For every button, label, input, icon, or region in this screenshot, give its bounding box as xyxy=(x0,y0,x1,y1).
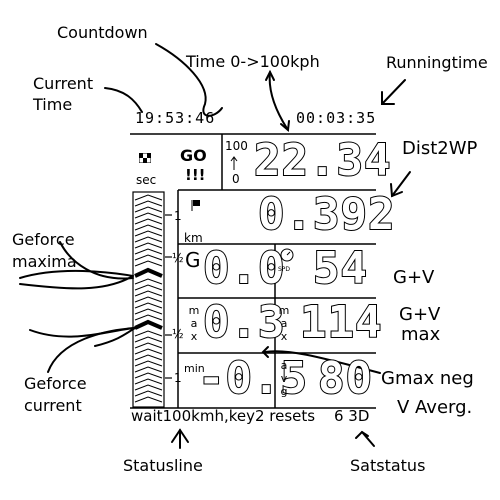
arrow-up-icon xyxy=(229,155,239,170)
scale-1-lower: 1 xyxy=(174,371,182,385)
speedometer-icon xyxy=(279,247,295,263)
gv-max-annotation-2: max xyxy=(401,324,441,345)
satstatus-annotation: Satstatus xyxy=(350,456,426,475)
dist-value: 0.392 xyxy=(257,189,396,240)
gforce-max-marker xyxy=(134,267,163,278)
g-label: G xyxy=(185,248,201,272)
go-text: GO xyxy=(180,146,207,165)
time-0-100-annotation: Time 0->100kph xyxy=(186,52,320,71)
g-value: 0.0 xyxy=(202,243,286,294)
gv-max-annotation-1: G+V xyxy=(399,304,441,325)
gv-annotation: G+V xyxy=(393,267,435,288)
gforce-current-marker xyxy=(134,319,163,330)
geforce-maxima-annotation-1: Geforce xyxy=(12,230,75,249)
gforce-bar-frame xyxy=(132,191,165,408)
speed-range-top: 100 xyxy=(225,139,248,153)
dist-unit: km xyxy=(184,231,203,245)
min-label: min xyxy=(184,362,205,375)
dist2wp-annotation: Dist2WP xyxy=(402,138,478,159)
scale-half-upper: ½ xyxy=(172,251,184,265)
running-time-value: 00:03:35 xyxy=(296,109,377,127)
max-label-left: m a x xyxy=(188,304,200,343)
v-max-value: 114 xyxy=(299,297,383,348)
spd-label: SPD xyxy=(278,266,291,273)
go-bang: !!! xyxy=(185,166,206,184)
scale-1-upper: 1 xyxy=(174,209,182,223)
current-time-annotation-1: Current xyxy=(33,74,94,93)
speed-range-bottom: 0 xyxy=(232,172,240,186)
current-time-value: 19:53:46 xyxy=(135,109,216,127)
geforce-maxima-annotation-2: maxima xyxy=(12,252,77,271)
v-avg-value: 80 xyxy=(317,353,373,404)
sec-label: sec xyxy=(136,173,157,187)
max-label-right: m a x xyxy=(278,304,290,343)
checkered-flag-icon xyxy=(138,148,152,164)
v-averg-annotation: V Averg. xyxy=(397,397,473,418)
scale-half-lower: ½ xyxy=(172,327,184,341)
g-min-value: -0.5 xyxy=(197,353,308,404)
status-line: wait100kmh,key2 resets xyxy=(131,407,316,425)
geforce-current-annotation-1: Geforce xyxy=(24,374,87,393)
speed-value: 54 xyxy=(312,243,368,294)
current-time-annotation-2: Time xyxy=(33,95,73,114)
countdown-annotation: Countdown xyxy=(57,23,148,42)
statusline-annotation: Statusline xyxy=(123,456,203,475)
sat-status: 6 3D xyxy=(334,407,370,425)
gforce-bar-zigzag xyxy=(134,194,163,403)
geforce-current-annotation-2: current xyxy=(24,396,82,415)
gmax-neg-annotation: Gmax neg xyxy=(381,368,474,389)
runningtime-annotation: Runningtime xyxy=(386,53,488,72)
timer-value: 22.34 xyxy=(253,135,392,186)
g-max-value: 0.3 xyxy=(202,297,286,348)
flag-icon xyxy=(190,196,202,211)
avg-label: a v g xyxy=(280,359,288,398)
